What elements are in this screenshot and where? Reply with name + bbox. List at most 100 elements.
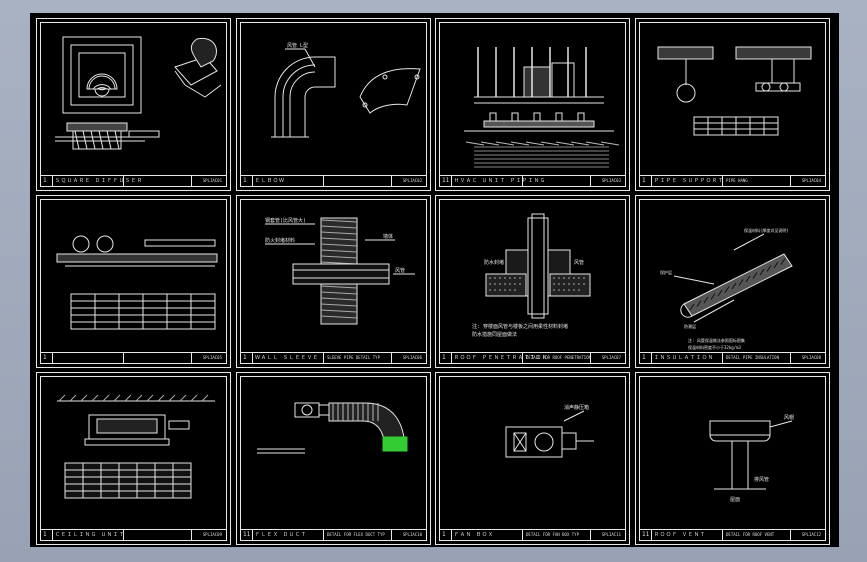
title-divider [590,353,591,363]
drawing-label: 注: 穿楼面风管与楼板之间用柔性材料封堵 [472,323,568,330]
sheet-code: SPLIAC01 [202,178,222,183]
sheet-subtitle: DETAIL FOR FLEX DUCT TYP [327,532,385,537]
title-divider [191,176,192,186]
title-divider [391,530,392,540]
title-divider [52,530,53,540]
title-divider [522,530,523,540]
detail-drawing: 防水封堵 风管注: 穿楼面风管与楼板之间用柔性材料封堵 防水措施同屋面做法 [472,213,591,338]
sheet-code: SPLIAC10 [402,532,422,537]
drawing-sheet[interactable]: 11 ＦＬＥＸ ＤＵＣＴ DETAIL FOR FLEX DUCT TYP SPLIA… [236,372,431,545]
sheet-title: ＰＩＰＥ ＳＵＰＰＯＲＴ [654,178,725,184]
sheet-border: 保温材料(厚度详见说明)保护层防潮层注: 风管保温做法参照国标图集保温材料密度不… [639,199,826,364]
title-block: 1 ＩＮＳＵＬＡＴＩＯＮ DETAIL PIPE INSULATION SPLIAC0… [640,352,825,363]
sheet-number: 11 [243,531,251,538]
drawing-label: 消声静压箱 [564,404,589,411]
drawing-label: 防水封堵 [484,259,504,266]
title-divider [323,176,324,186]
drawing-label: 防火封堵材料 [265,237,295,244]
sheet-title: ＷＡＬＬ ＳＬＥＥＶＥ [255,355,320,361]
drawing-label: 防潮层 [684,323,696,329]
sheet-title: ＣＥＩＬＩＮＧ ＵＮＩＴ [55,532,126,538]
sheet-subtitle: PIPE HANG [726,178,748,183]
sheet-code: SPLIAC08 [801,355,821,360]
drawing-label: 风帽 [784,414,794,421]
title-divider [522,353,523,363]
sheet-border: 防水封堵 风管注: 穿楼面风管与楼板之间用柔性材料封堵 防水措施同屋面做法 1 ＲＯＯ… [439,199,626,364]
drawing-sheet[interactable]: 保温材料(厚度详见说明)保护层防潮层注: 风管保温做法参照国标图集保温材料密度不… [635,195,830,368]
drawing-sheet[interactable]: 防水封堵 风管注: 穿楼面风管与楼板之间用柔性材料封堵 防水措施同屋面做法 1 ＲＯＯ… [435,195,630,368]
sheet-code: SPLIAC04 [801,178,821,183]
drawing-label: 钢套管(比风管大) [265,217,306,224]
sheet-number: 1 [642,177,646,184]
drawing-label: 防水措施同屋面做法 [472,331,517,338]
sheet-code: SPLIAC07 [601,355,621,360]
detail-drawing [257,402,408,454]
title-divider [252,176,253,186]
detail-drawing [657,46,812,136]
sheet-number: 1 [43,177,47,184]
title-divider [52,176,53,186]
sheet-subtitle: DETAIL FOR ROOF PENETRATION [526,355,592,360]
title-divider [651,353,652,363]
title-divider [123,530,124,540]
sheet-title: ＩＮＳＵＬＡＴＩＯＮ [654,355,715,361]
title-divider [590,530,591,540]
sheet-number: 1 [243,354,247,361]
drawing-label: 排风管 [754,476,769,483]
title-divider [451,176,452,186]
title-divider [590,176,591,186]
title-block: 11 ＦＬＥＸ ＤＵＣＴ DETAIL FOR FLEX DUCT TYP SPLIA… [241,529,426,540]
sheet-number: 1 [243,177,247,184]
title-divider [191,530,192,540]
drawing-label: 风管 [574,259,584,266]
title-divider [451,353,452,363]
title-divider [52,353,53,363]
sheet-number: 1 [442,354,446,361]
drawing-label: 风管 L型 [287,42,308,49]
title-divider [123,176,124,186]
title-divider [323,353,324,363]
title-divider [123,353,124,363]
detail-drawing [57,394,215,499]
sheet-title: ＲＯＯＦ ＰＥＮＥＴＲＡＴＩＯＮ [454,355,549,361]
sheet-number: 11 [642,531,650,538]
drawing-label: 保温材料密度不小于32kg/m3 [688,344,741,350]
sheet-number: 1 [642,354,646,361]
sheet-subtitle: DETAIL PIPE INSULATION [726,355,779,360]
sheet-number: 11 [442,177,450,184]
drawing-label: 注: 风管保温做法参照国标图集 [688,337,745,343]
sheet-number: 1 [442,531,446,538]
title-divider [722,530,723,540]
sheet-border: 11 ＦＬＥＸ ＤＵＣＴ DETAIL FOR FLEX DUCT TYP SPLIA… [240,376,427,541]
title-divider [191,353,192,363]
sheet-code: SPLIAC06 [402,355,422,360]
title-divider [323,530,324,540]
drawing-label: 保护层 [660,269,672,275]
sheet-title: ＦＬＥＸ ＤＵＣＴ [255,532,308,538]
title-divider [252,353,253,363]
